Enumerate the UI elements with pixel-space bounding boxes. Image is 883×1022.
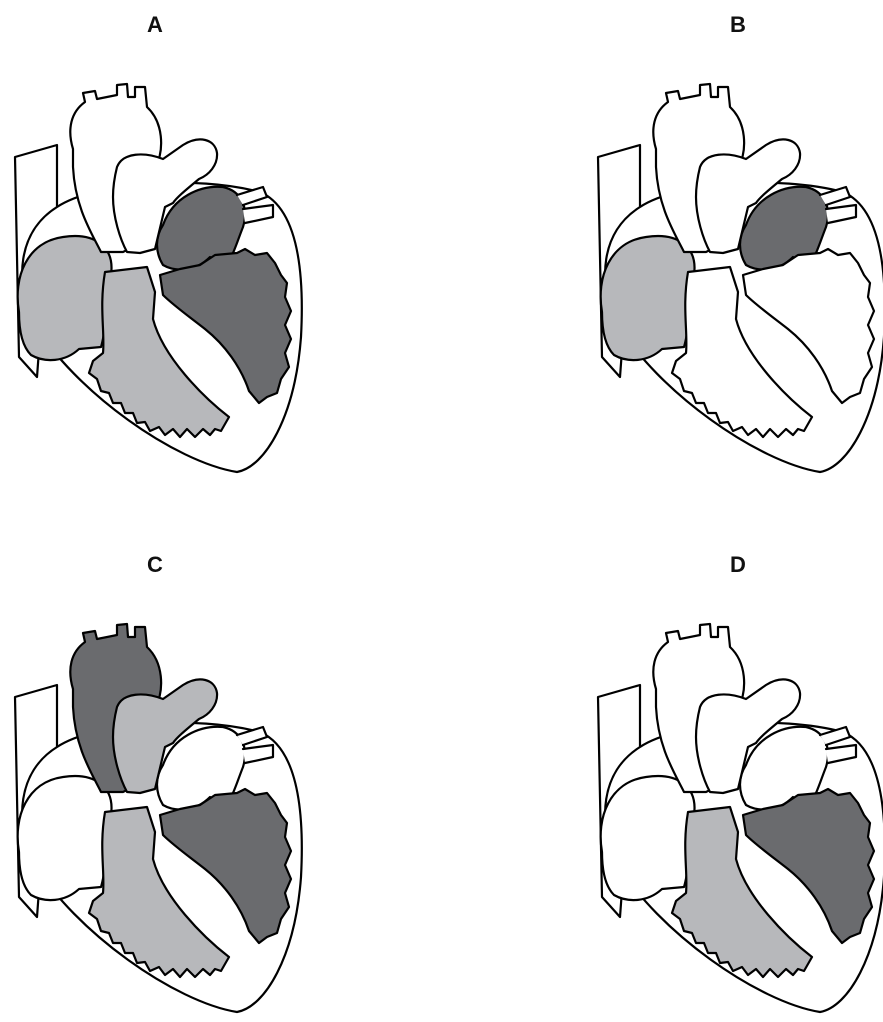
heart-illustration-b [588,57,883,477]
right-atrium [601,776,695,900]
heart-illustration-d [588,597,883,1017]
right-atrium [18,776,112,900]
panel-label-a: A [5,12,305,38]
panel-label-d: D [588,552,883,578]
heart-panel-c: C [5,552,305,1022]
heart-panel-b: B [588,12,883,482]
heart-panel-d: D [588,552,883,1022]
heart-illustration-a [5,57,305,477]
right-atrium [601,236,695,360]
heart-panel-a: A [5,12,305,482]
panel-label-b: B [588,12,883,38]
heart-illustration-c [5,597,305,1017]
right-atrium [18,236,112,360]
panel-label-c: C [5,552,305,578]
